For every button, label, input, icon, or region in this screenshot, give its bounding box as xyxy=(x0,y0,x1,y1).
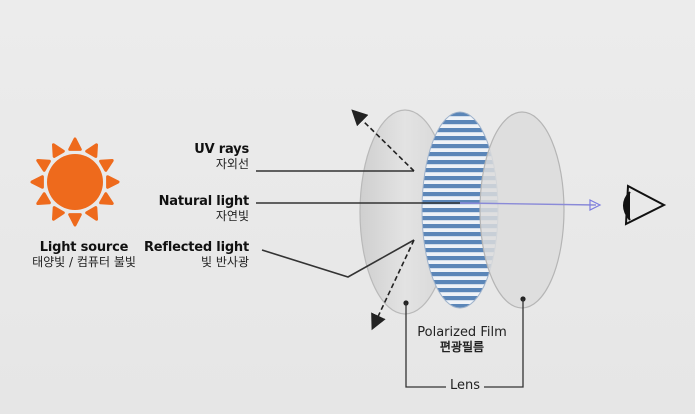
film-stripe xyxy=(422,264,498,269)
polarized-film-label-en: Polarized Film xyxy=(417,325,507,340)
film-stripe xyxy=(422,208,498,213)
polarized-film-label-ko: 편광필름 xyxy=(439,339,485,354)
uv-rays-label: UV rays 자외선 xyxy=(194,142,249,172)
sun-ray xyxy=(30,175,44,189)
reflected-light-label-en: Reflected light xyxy=(143,240,249,255)
film-stripe xyxy=(422,152,498,157)
film-stripe xyxy=(422,248,498,253)
film-stripe xyxy=(422,304,498,308)
film-stripe xyxy=(422,160,498,165)
film-stripe xyxy=(422,120,498,125)
film-stripe xyxy=(422,144,498,149)
uv-ray xyxy=(256,109,415,172)
lens-front xyxy=(479,111,565,309)
sun-ray xyxy=(68,137,82,151)
eye-icon xyxy=(623,184,667,226)
sun-ray xyxy=(85,143,98,158)
film-stripe xyxy=(422,216,498,221)
film-stripe xyxy=(422,272,498,277)
sun-ray xyxy=(36,159,51,172)
light-source-label: Light source 태양빛 / 컴퓨터 불빛 xyxy=(14,240,154,270)
sun-ray xyxy=(85,206,98,221)
film-stripe xyxy=(422,224,498,229)
sun-ray xyxy=(106,175,120,189)
natural-light-ray xyxy=(256,199,602,211)
film-stripe xyxy=(422,280,498,285)
uv-rays-label-ko: 자외선 xyxy=(215,156,249,171)
film-stripe xyxy=(422,256,498,261)
film-stripe xyxy=(422,192,498,197)
film-stripe xyxy=(422,128,498,133)
natural-light-label-ko: 자연빛 xyxy=(215,208,249,223)
sun-ray xyxy=(36,192,51,205)
polarized-film xyxy=(421,111,499,309)
film-stripe xyxy=(422,288,498,293)
lens-label-text: Lens xyxy=(449,378,481,393)
film-stripe xyxy=(422,136,498,141)
sun-ray xyxy=(99,159,114,172)
film-stripe xyxy=(422,168,498,173)
film-stripe xyxy=(422,240,498,245)
lens-bracket xyxy=(403,296,526,388)
sun-ray xyxy=(68,213,82,227)
film-stripe xyxy=(422,184,498,189)
sun-ray xyxy=(52,206,65,221)
sun-ray xyxy=(52,143,65,158)
reflected-light-label: Reflected light 빛 반사광 xyxy=(143,240,249,270)
light-source-label-ko: 태양빛 / 컴퓨터 불빛 xyxy=(32,254,136,269)
film-stripe xyxy=(422,232,498,237)
film-stripe xyxy=(422,176,498,181)
film-stripe xyxy=(422,112,498,117)
natural-light-label-en: Natural light xyxy=(158,194,250,209)
lens-label: Lens xyxy=(444,378,486,394)
sun-icon xyxy=(30,137,120,227)
film-stripe xyxy=(422,296,498,301)
uv-rays-label-en: UV rays xyxy=(194,142,249,157)
sun-disc xyxy=(47,154,103,210)
polarized-film-label: Polarized Film 편광필름 xyxy=(396,325,528,355)
natural-light-label: Natural light 자연빛 xyxy=(158,194,250,224)
sun-ray xyxy=(99,192,114,205)
film-stripe xyxy=(422,200,498,205)
reflected-light-label-ko: 빛 반사광 xyxy=(201,254,249,269)
reflected-light-ray xyxy=(261,239,415,331)
light-source-label-en: Light source xyxy=(39,240,129,255)
